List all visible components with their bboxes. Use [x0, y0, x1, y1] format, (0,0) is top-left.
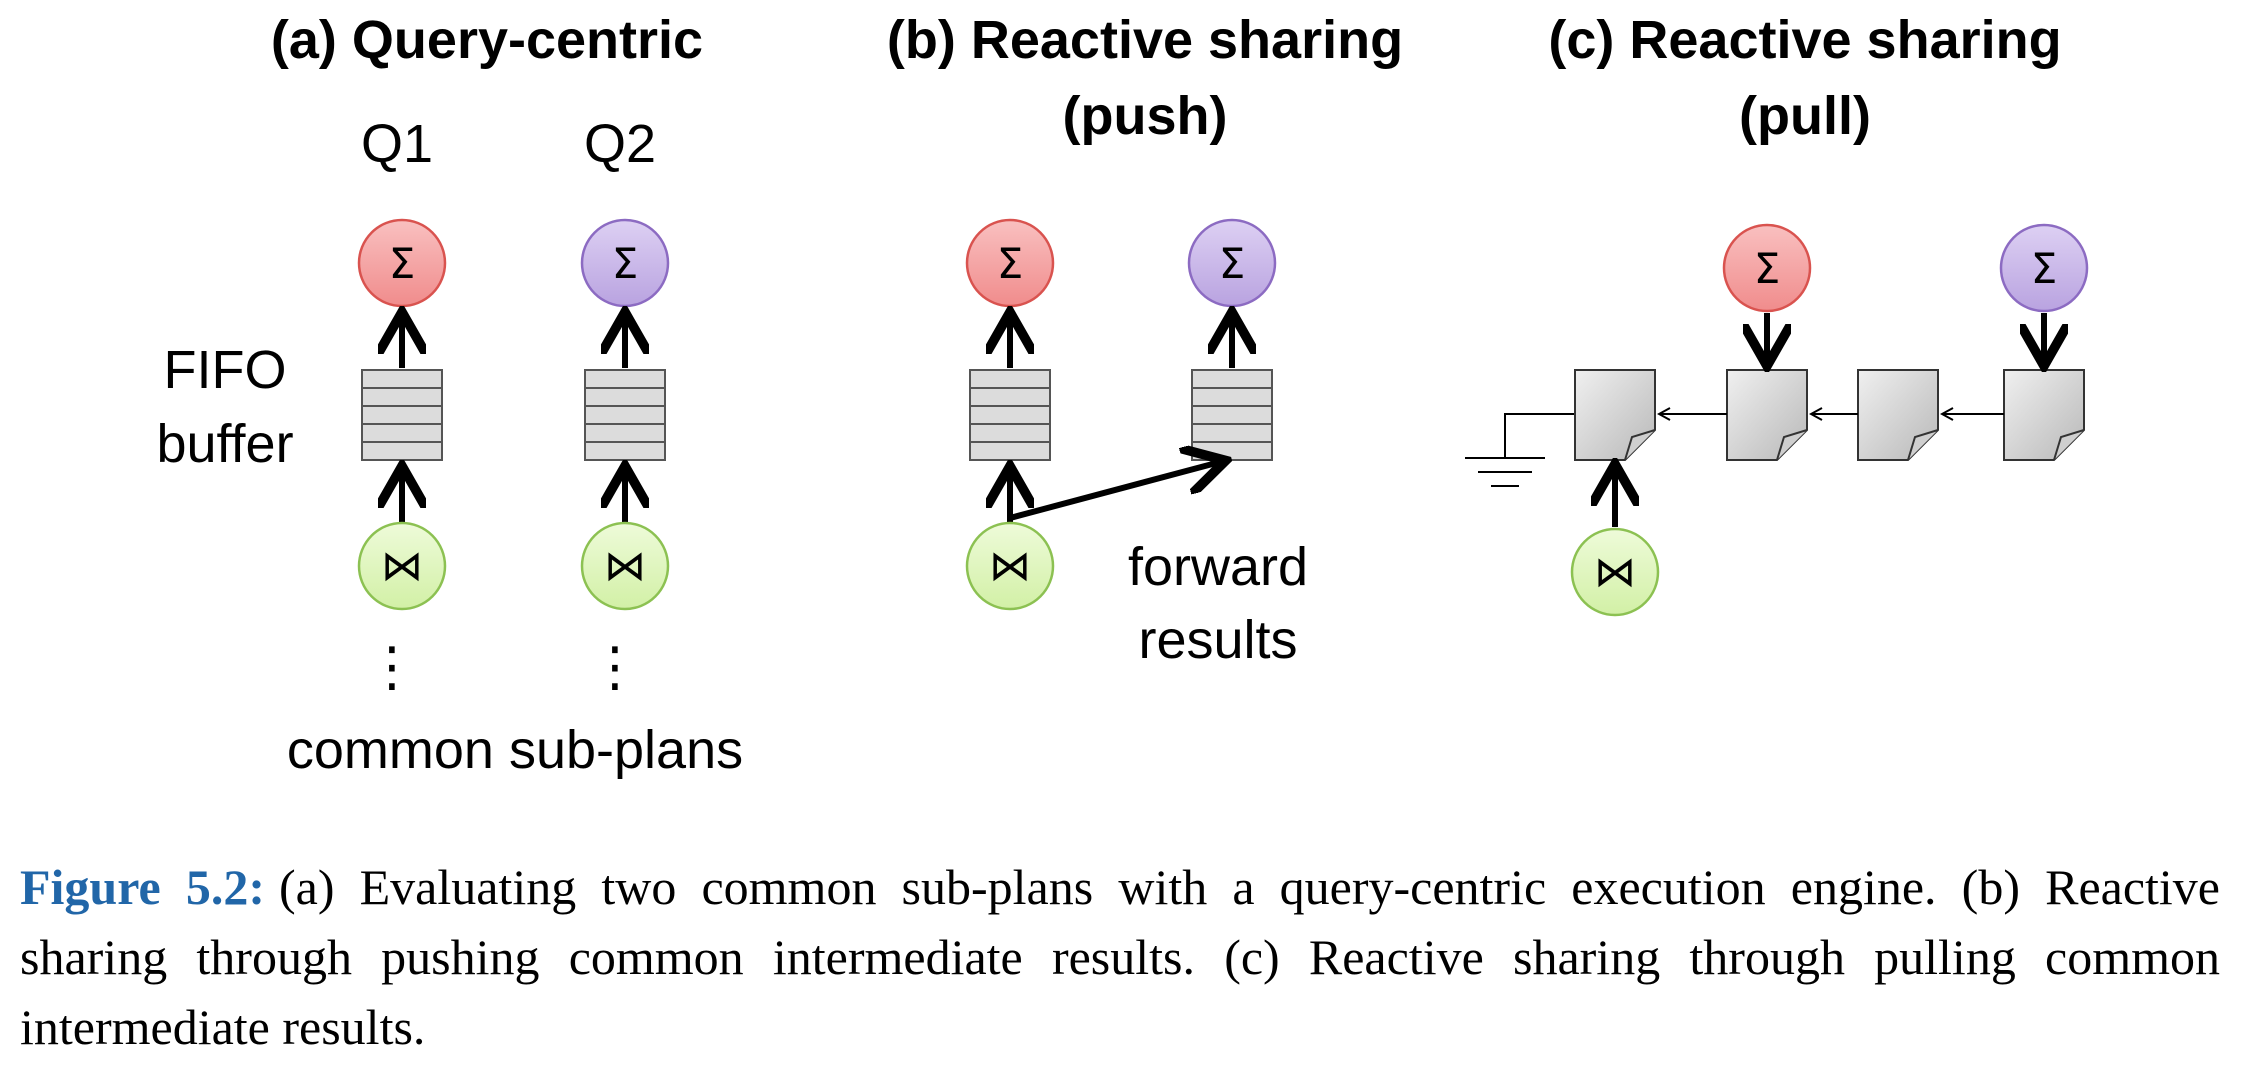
fifo-label-line1: FIFO — [164, 340, 287, 400]
panel-b-title-line2: (push) — [1063, 86, 1228, 146]
figure-caption: Figure 5.2:(a) Evaluating two common sub… — [20, 852, 2220, 1062]
c-aggregate-node-1: Σ — [1722, 223, 1812, 313]
sigma-icon: Σ — [612, 239, 639, 288]
panel-c: (c) Reactive sharing (pull) — [1465, 10, 2089, 617]
q1-label: Q1 — [361, 114, 433, 174]
join-icon: ⋈ — [1594, 547, 1636, 596]
fifo-label-line2: buffer — [156, 414, 293, 474]
panel-a: (a) Query-centric Q1 Q2 FIFO buffer Σ ⋈ … — [156, 10, 743, 780]
b-fifo-buffer-2 — [1191, 369, 1273, 461]
c-aggregate-node-2: Σ — [1999, 223, 2089, 313]
forward-results-line2: results — [1138, 610, 1297, 670]
common-subplans-label: common sub-plans — [287, 720, 743, 780]
q2-join-node: ⋈ — [580, 521, 670, 611]
caption-label: Figure 5.2: — [20, 859, 265, 915]
c-join-node: ⋈ — [1570, 527, 1660, 617]
join-icon: ⋈ — [381, 541, 423, 590]
join-icon: ⋈ — [604, 541, 646, 590]
c-page-1 — [1574, 369, 1656, 461]
b-aggregate-node-1: Σ — [965, 218, 1055, 308]
panel-c-title-line1: (c) Reactive sharing — [1548, 10, 2061, 70]
c-page-2 — [1726, 369, 1808, 461]
panel-b-title-line1: (b) Reactive sharing — [887, 10, 1403, 70]
q2-label: Q2 — [584, 114, 656, 174]
q1-join-node: ⋈ — [357, 521, 447, 611]
join-icon: ⋈ — [989, 541, 1031, 590]
sigma-icon: Σ — [1754, 244, 1781, 293]
figure-diagram: (a) Query-centric Q1 Q2 FIFO buffer Σ ⋈ … — [156, 10, 2089, 780]
sigma-icon: Σ — [2031, 244, 2058, 293]
sigma-icon: Σ — [389, 239, 416, 288]
b-forward-results-arrow — [1009, 462, 1220, 521]
forward-results-line1: forward — [1128, 537, 1308, 597]
q1-aggregate-node: Σ — [357, 218, 447, 308]
c-page-3 — [1857, 369, 1939, 461]
panel-a-title: (a) Query-centric — [271, 10, 703, 70]
sigma-icon: Σ — [1219, 239, 1246, 288]
q2-fifo-buffer — [584, 369, 666, 461]
caption-text: (a) Evaluating two common sub-plans with… — [20, 859, 2220, 1055]
ground-icon — [1465, 413, 1575, 487]
c-page-4 — [2003, 369, 2085, 461]
b-fifo-buffer-1 — [969, 369, 1051, 461]
panel-c-title-line2: (pull) — [1739, 86, 1871, 146]
sigma-icon: Σ — [997, 239, 1024, 288]
panel-b: (b) Reactive sharing (push) Σ Σ — [887, 10, 1403, 670]
q2-aggregate-node: Σ — [580, 218, 670, 308]
b-aggregate-node-2: Σ — [1187, 218, 1277, 308]
b-join-node: ⋈ — [965, 521, 1055, 611]
q1-ellipsis: ⋮ — [365, 637, 419, 697]
q2-ellipsis: ⋮ — [588, 637, 642, 697]
q1-fifo-buffer — [361, 369, 443, 461]
